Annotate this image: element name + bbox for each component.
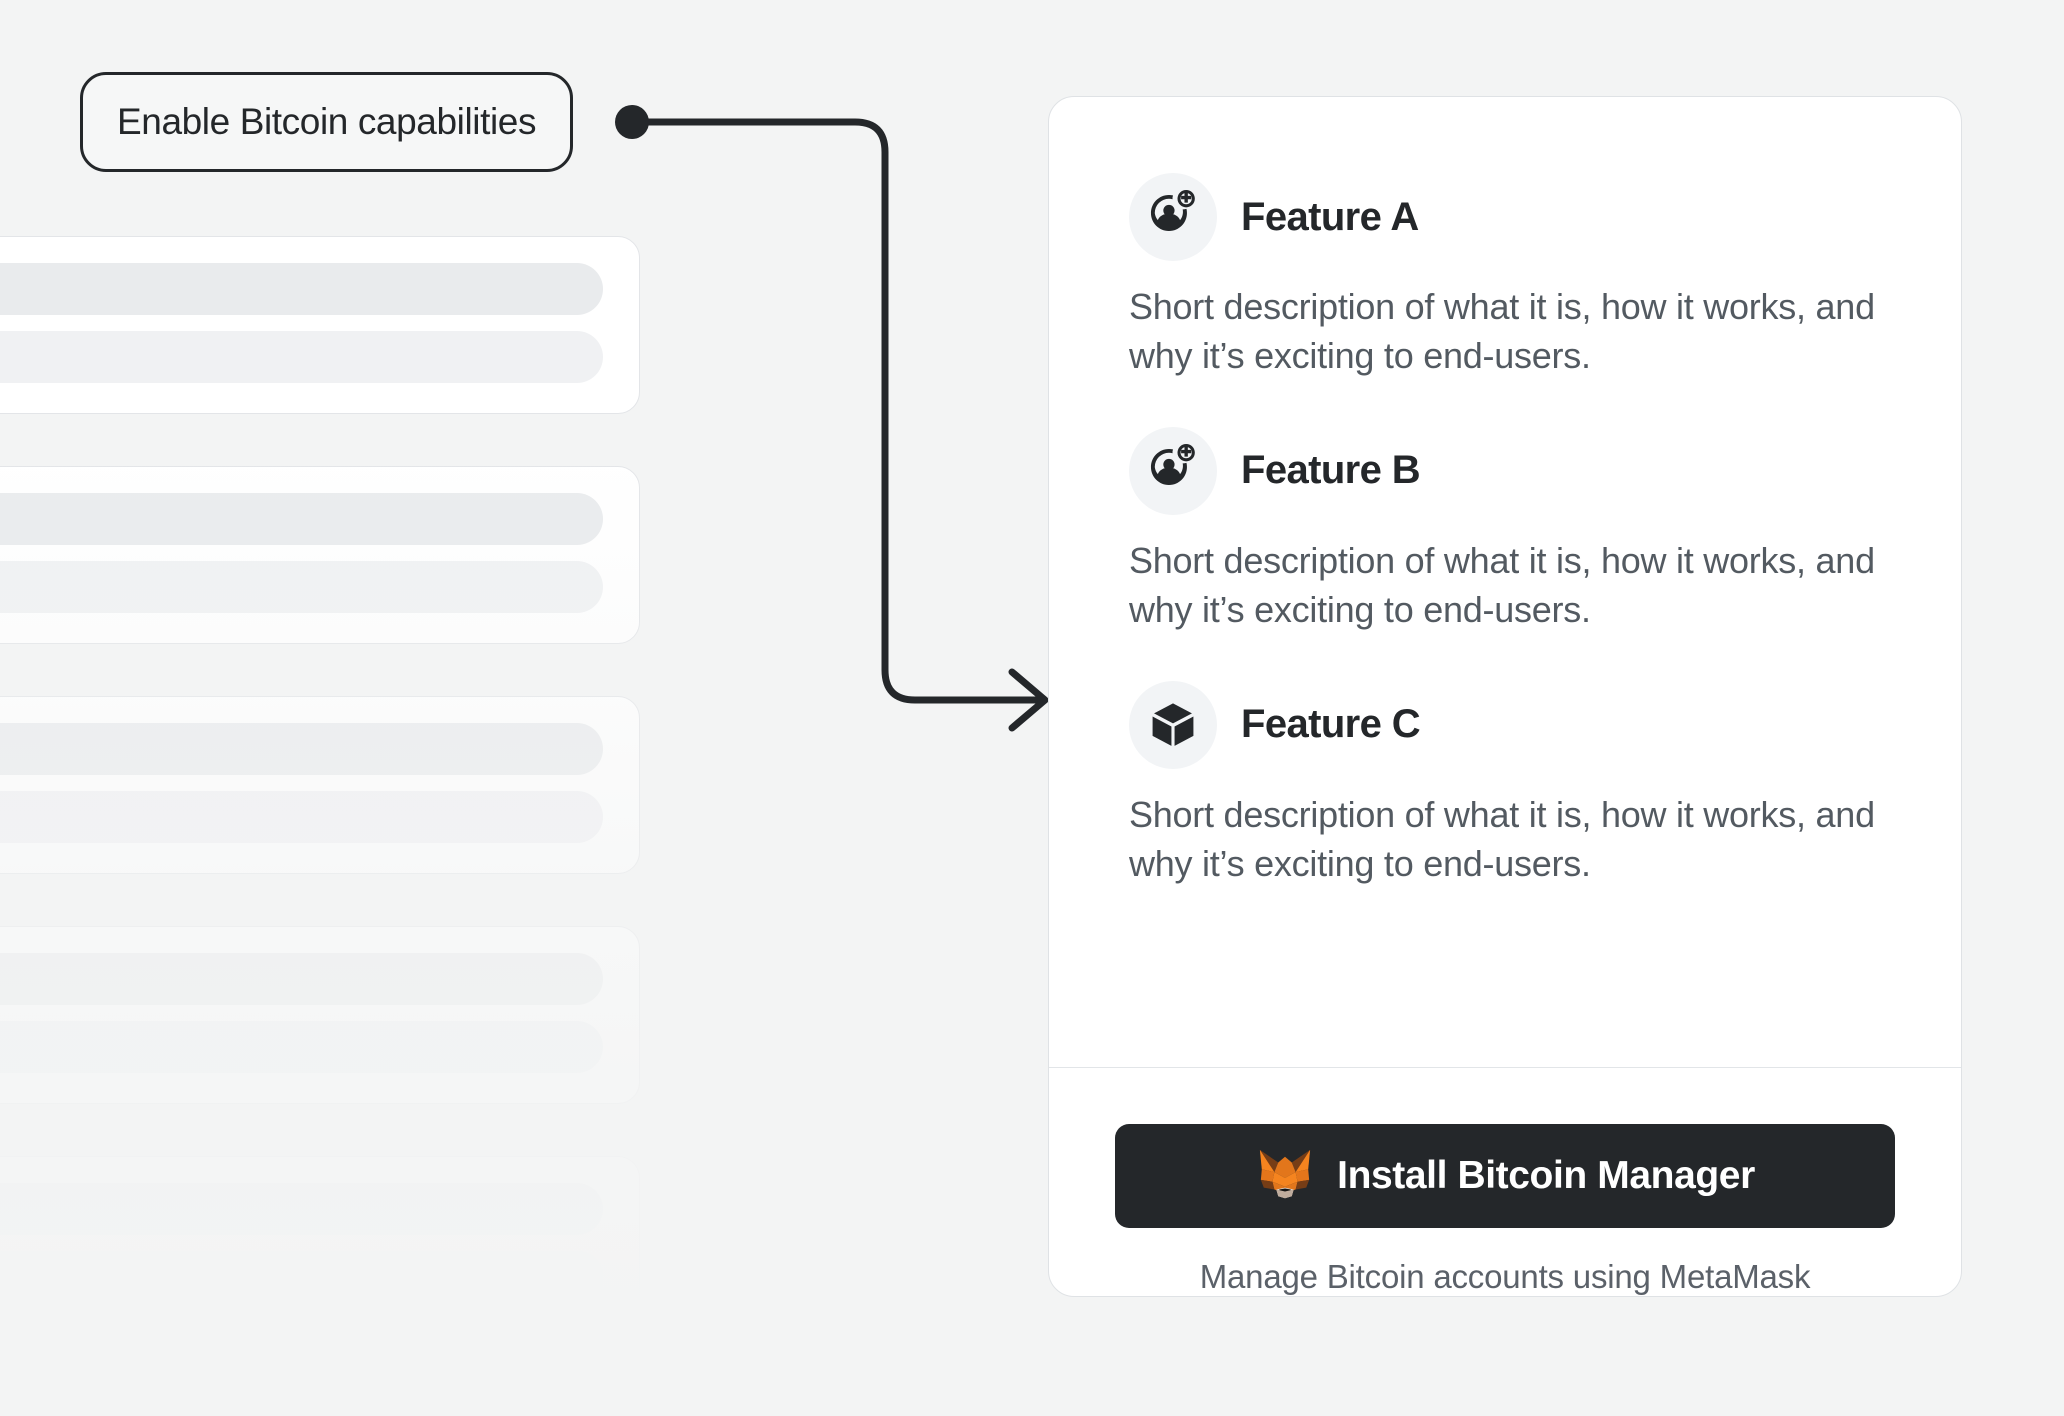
feature-list: Feature A Short description of what it i… [1049,97,1961,1011]
placeholder-bar-secondary [0,1251,603,1303]
feature-item: Feature C Short description of what it i… [1129,680,1881,889]
cube-icon [1129,680,1217,769]
placeholder-bar-primary [0,493,603,545]
annotation-callout: Enable Bitcoin capabilities [80,72,574,172]
install-button-label: Install Bitcoin Manager [1337,1154,1755,1197]
feature-card: Feature A Short description of what it i… [1048,96,1962,1297]
metamask-fox-icon [1255,1148,1315,1204]
feature-item: Feature B Short description of what it i… [1129,426,1881,635]
feature-title: Feature B [1241,448,1421,493]
placeholder-bar-secondary [0,1021,603,1073]
annotation-label: Enable Bitcoin capabilities [117,101,537,142]
placeholder-bar-primary [0,723,603,775]
user-add-icon [1129,173,1217,261]
feature-description: Short description of what it is, how it … [1129,539,1875,630]
feature-description: Short description of what it is, how it … [1129,793,1875,884]
feature-header: Feature B [1129,426,1881,515]
placeholder-bar-primary [0,1183,603,1235]
card-divider [1049,1066,1961,1068]
connector-anchor-dot [615,105,649,139]
feature-title: Feature A [1241,194,1419,239]
feature-header: Feature C [1129,680,1881,769]
install-caption: Manage Bitcoin accounts using MetaMask [1199,1258,1811,1295]
placeholder-card [0,466,640,644]
feature-title: Feature C [1241,702,1421,747]
placeholder-bar-primary [0,953,603,1005]
install-bitcoin-manager-button[interactable]: Install Bitcoin Manager [1115,1124,1895,1228]
placeholder-card [0,236,640,414]
arrow-right-icon [1008,668,1049,732]
placeholder-bar-secondary [0,791,603,843]
install-section: Install Bitcoin Manager Manage Bitcoin a… [1049,1068,1961,1296]
user-add-icon [1129,426,1217,515]
connector-path [628,118,1044,704]
feature-item: Feature A Short description of what it i… [1129,173,1881,381]
placeholder-bar-secondary [0,331,603,383]
feature-description: Short description of what it is, how it … [1129,286,1875,376]
placeholder-card [0,1156,640,1334]
placeholder-bar-primary [0,263,603,315]
feature-header: Feature A [1129,173,1881,261]
placeholder-card-list [0,236,640,1416]
placeholder-card [0,926,640,1104]
placeholder-bar-secondary [0,561,603,613]
placeholder-card [0,696,640,874]
